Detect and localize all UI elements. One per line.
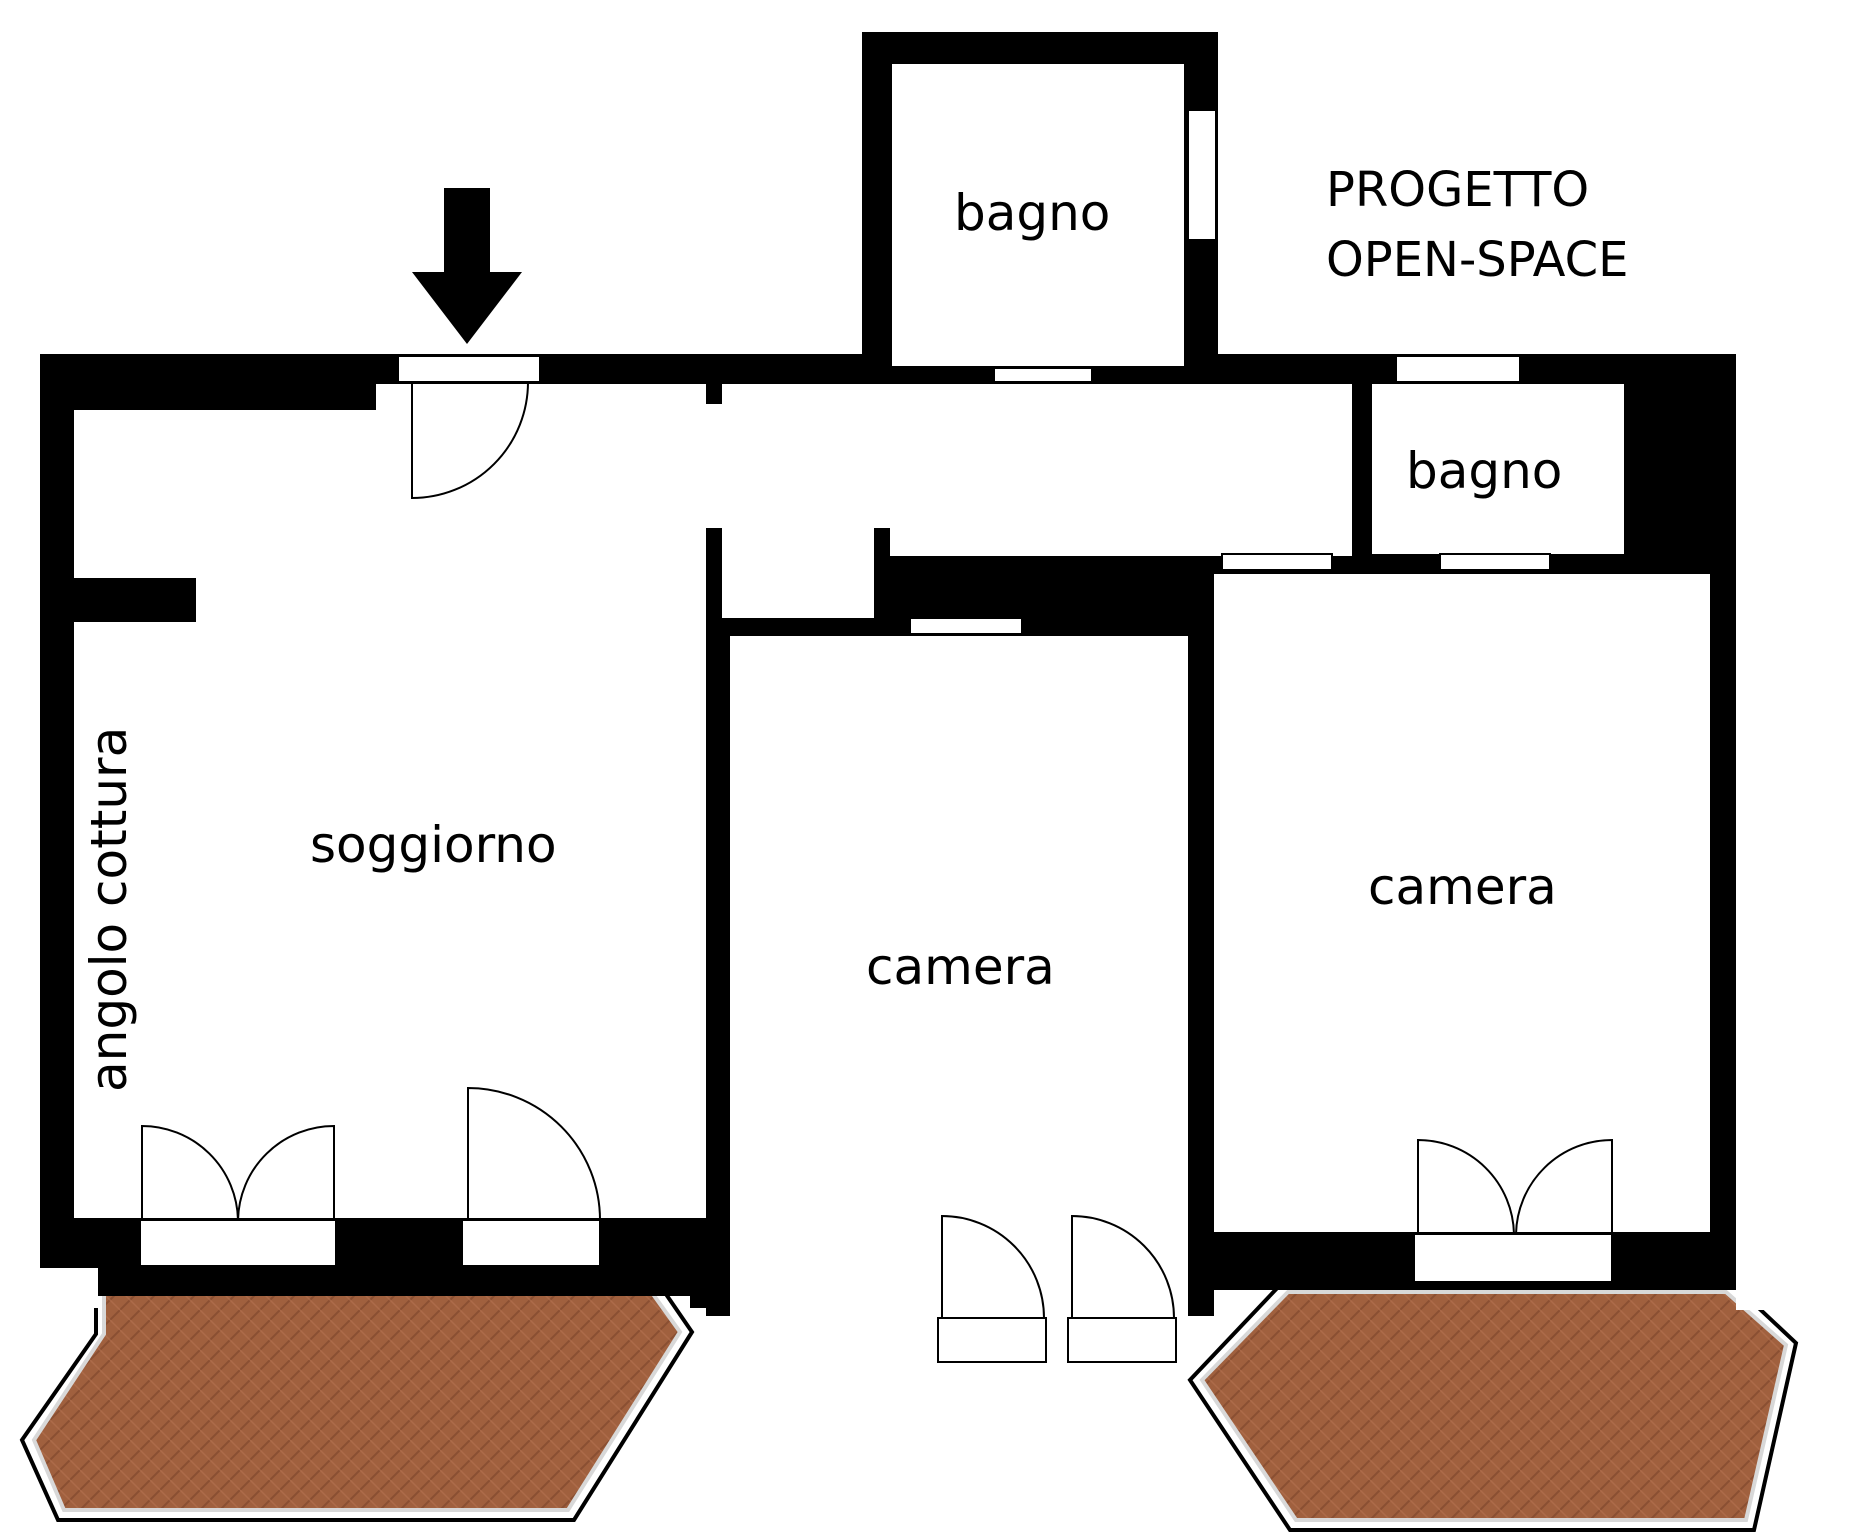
- title-line-1: PROGETTO: [1326, 162, 1589, 218]
- windows: [139, 109, 1613, 1363]
- terrace-right-tiles: [1199, 1290, 1789, 1522]
- room-label-camera-right: camera: [1368, 858, 1557, 916]
- room-label-camera-middle: camera: [866, 938, 1055, 996]
- doors: [141, 381, 1613, 1319]
- room-label-bagno-top: bagno: [954, 184, 1110, 242]
- room-label-bagno-small: bagno: [1406, 442, 1562, 500]
- title-line-2: OPEN-SPACE: [1326, 232, 1628, 288]
- arrow-down-icon: [412, 188, 522, 344]
- room-label-angolo-cottura: angolo cottura: [80, 727, 138, 1092]
- room-label-soggiorno: soggiorno: [310, 816, 557, 874]
- terrace-left-tiles: [31, 1274, 683, 1512]
